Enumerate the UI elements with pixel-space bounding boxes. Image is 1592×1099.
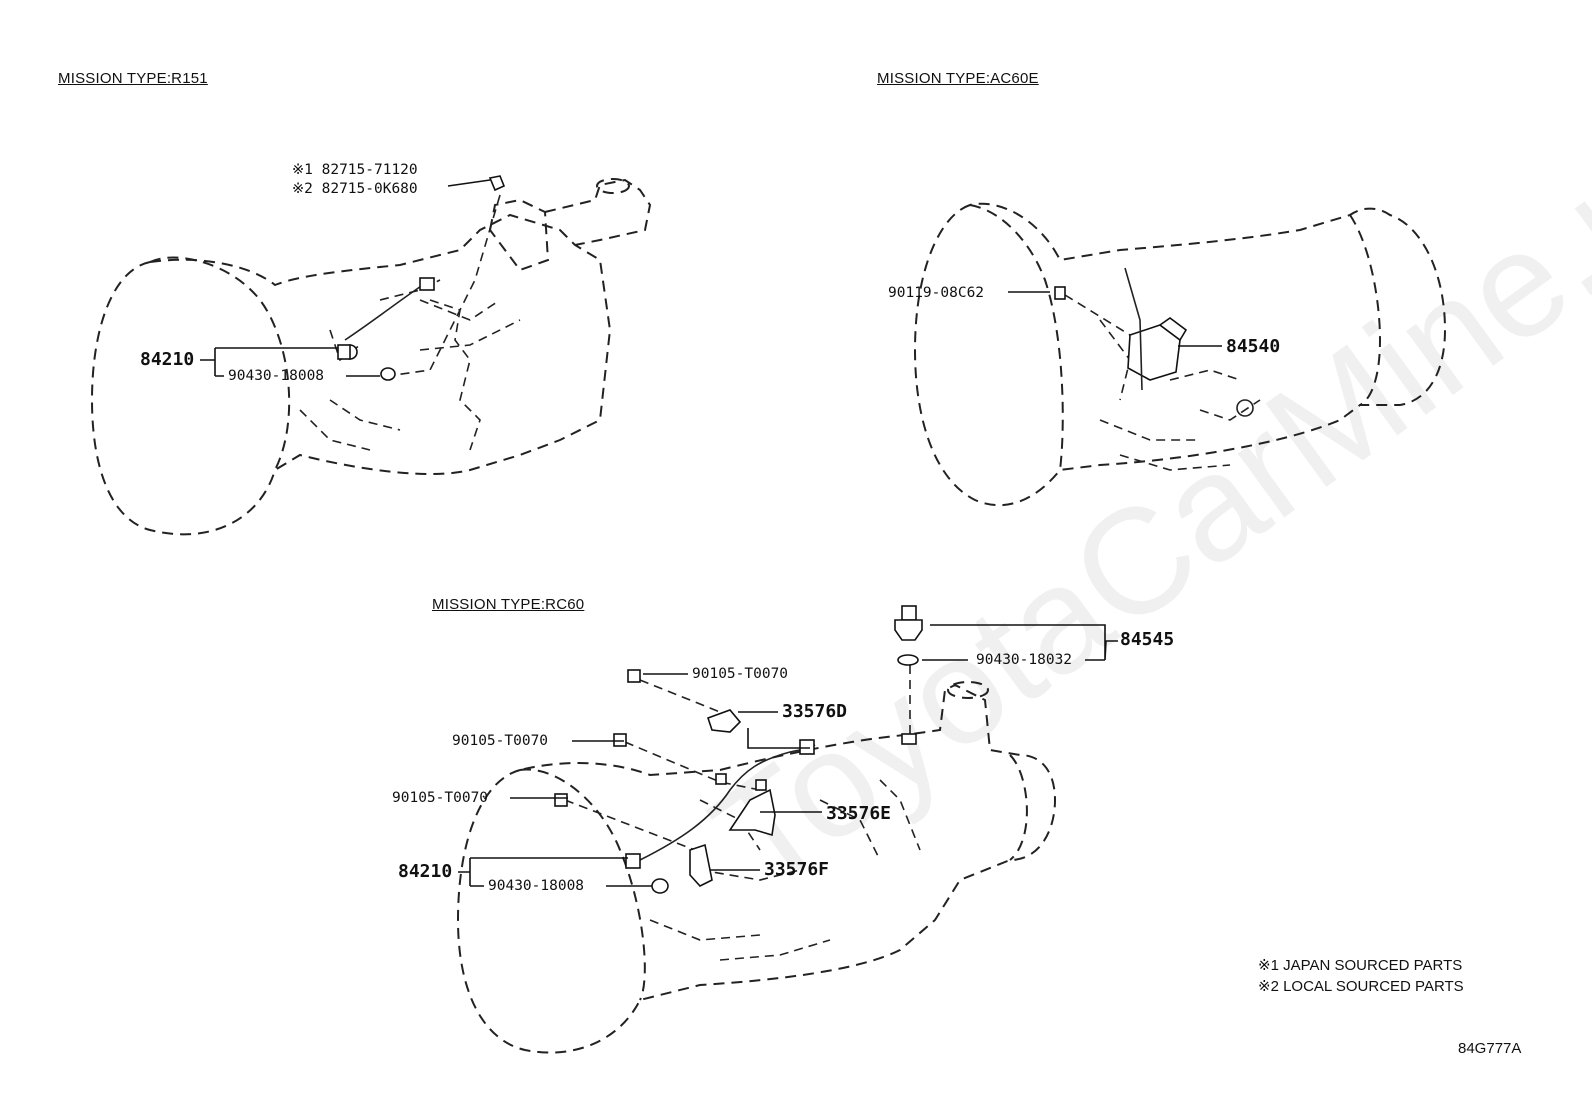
r151-transmission-drawing [90, 175, 652, 536]
ac60e-bolt-label[interactable]: 90119-08C62 [888, 285, 985, 301]
ac60e-transmission-drawing [913, 202, 1447, 507]
rc60-sensor-label[interactable]: 84210 [398, 861, 453, 882]
ac60e-switch-label[interactable]: 84540 [1226, 336, 1281, 357]
ac60e-title: MISSION TYPE:AC60E [877, 70, 1039, 87]
rc60-gasket-label[interactable]: 90430-18008 [488, 878, 585, 894]
r151-ref-local-label[interactable]: ※2 82715-0K680 [292, 181, 418, 197]
rc60-clamp-d-label[interactable]: 33576D [782, 701, 848, 722]
rc60-clamp-f-label[interactable]: 33576F [764, 859, 830, 880]
rc60-title: MISSION TYPE:RC60 [432, 596, 585, 613]
rc60-switch-label[interactable]: 84545 [1120, 629, 1175, 650]
r151-sensor-label[interactable]: 84210 [140, 349, 195, 370]
rc60-gasket-top-label[interactable]: 90430-18032 [976, 652, 1073, 668]
rc60-bolt-3-label[interactable]: 90105-T0070 [392, 790, 489, 806]
rc60-clamp-e-label[interactable]: 33576E [826, 803, 892, 824]
r151-gasket-label[interactable]: 90430-18008 [228, 368, 325, 384]
rc60-transmission-drawing [456, 605, 1118, 1054]
r151-ref-japan-label[interactable]: ※1 82715-71120 [292, 162, 418, 178]
rc60-bolt-1-label[interactable]: 90105-T0070 [692, 666, 789, 682]
diagram-code: 84G777A [1458, 1040, 1522, 1057]
rc60-bolt-2-label[interactable]: 90105-T0070 [452, 733, 549, 749]
note-japan-sourced: ※1 JAPAN SOURCED PARTS [1258, 957, 1463, 974]
note-local-sourced: ※2 LOCAL SOURCED PARTS [1258, 978, 1464, 995]
r151-title: MISSION TYPE:R151 [58, 70, 208, 87]
